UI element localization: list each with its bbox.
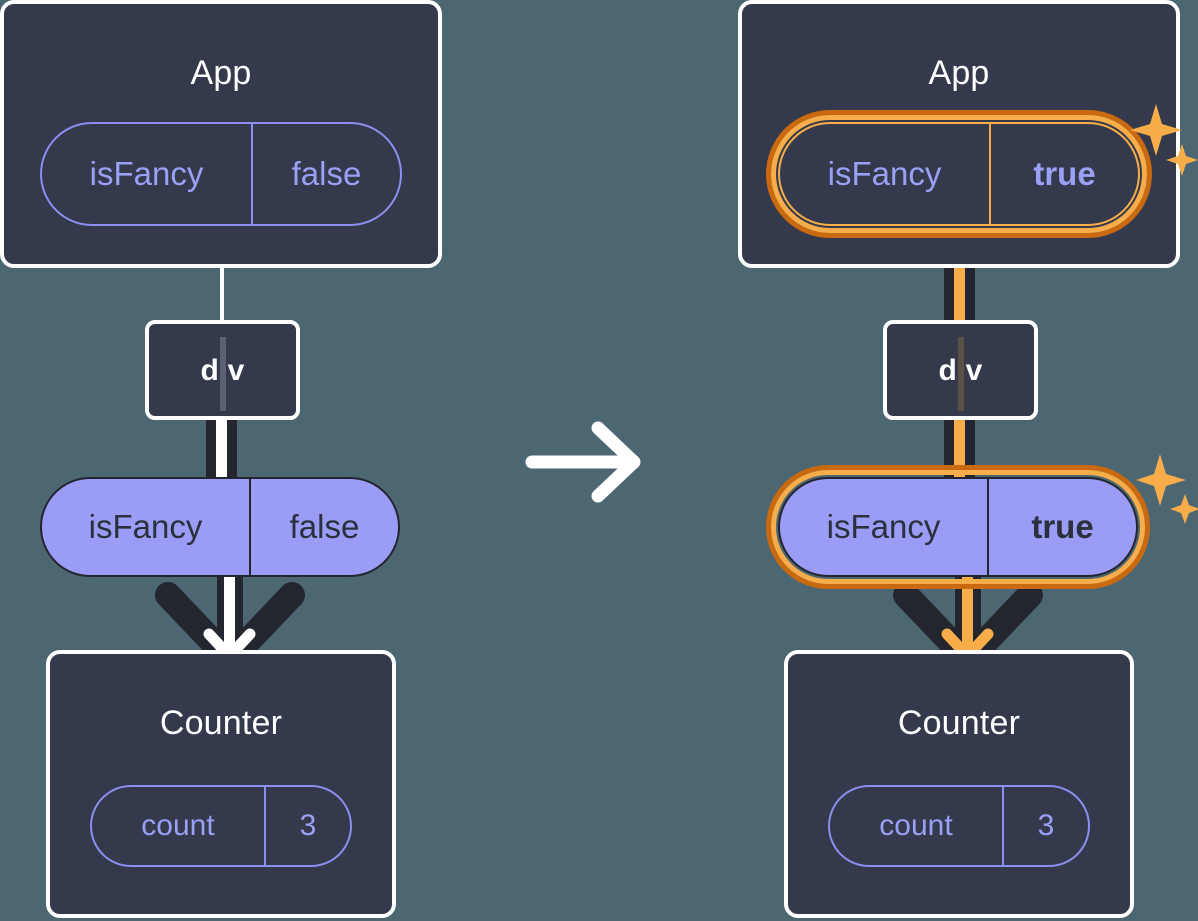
connector-app-to-div [220, 264, 224, 324]
connector-div-to-state-left-bar [206, 418, 216, 484]
connector-through-div [958, 337, 964, 411]
tree-after: App isFancy true div isFancy true [738, 0, 1198, 921]
state-pill-count[interactable]: count 3 [828, 785, 1090, 867]
component-box-div[interactable]: div [883, 320, 1038, 420]
prop-pill-app-isfancy[interactable]: isFancy false [40, 122, 402, 226]
connector-app-to-div-core [954, 214, 965, 326]
connector-div-to-state-core [216, 418, 227, 484]
sparkle-icon-state [1136, 452, 1198, 528]
connector-through-div [220, 337, 226, 411]
transition-arrow-right-icon [520, 418, 660, 506]
connector-div-to-state-right-bar [227, 418, 237, 484]
state-pill-count[interactable]: count 3 [90, 785, 352, 867]
counter-pill-value: 3 [1002, 787, 1088, 865]
counter-pill-value: 3 [264, 787, 350, 865]
counter-pill-key: count [141, 809, 215, 842]
counter-pill-key: count [879, 809, 953, 842]
component-box-counter[interactable]: Counter [784, 650, 1134, 918]
connector-div-to-state-left-bar [944, 418, 954, 484]
state-pill-key: isFancy [88, 508, 203, 545]
prop-pill-app-isfancy[interactable]: isFancy true [778, 122, 1140, 226]
component-title-app: App [928, 54, 990, 92]
component-title-counter: Counter [897, 704, 1021, 742]
component-box-div[interactable]: div [145, 320, 300, 420]
component-title-counter: Counter [159, 704, 283, 742]
state-pill-value: false [249, 479, 398, 575]
connector-app-to-div-right-bar [965, 214, 975, 326]
prop-pill-value: true [989, 124, 1138, 224]
sparkle-icon-app [1130, 100, 1198, 180]
tree-before: App isFancy false div isFancy false [0, 0, 460, 921]
connector-app-to-div-left-bar [944, 214, 954, 326]
prop-pill-value: false [251, 124, 400, 224]
component-title-app: App [190, 54, 252, 92]
state-pill-key: isFancy [826, 508, 941, 545]
prop-pill-key: isFancy [827, 155, 942, 192]
prop-pill-key: isFancy [89, 155, 204, 192]
state-pill-value: true [987, 479, 1136, 575]
state-pill-isfancy[interactable]: isFancy false [40, 477, 400, 577]
connector-div-to-state-right-bar [965, 418, 975, 484]
connector-div-to-state-core [954, 418, 965, 484]
state-pill-isfancy[interactable]: isFancy true [778, 477, 1138, 577]
component-box-counter[interactable]: Counter [46, 650, 396, 918]
